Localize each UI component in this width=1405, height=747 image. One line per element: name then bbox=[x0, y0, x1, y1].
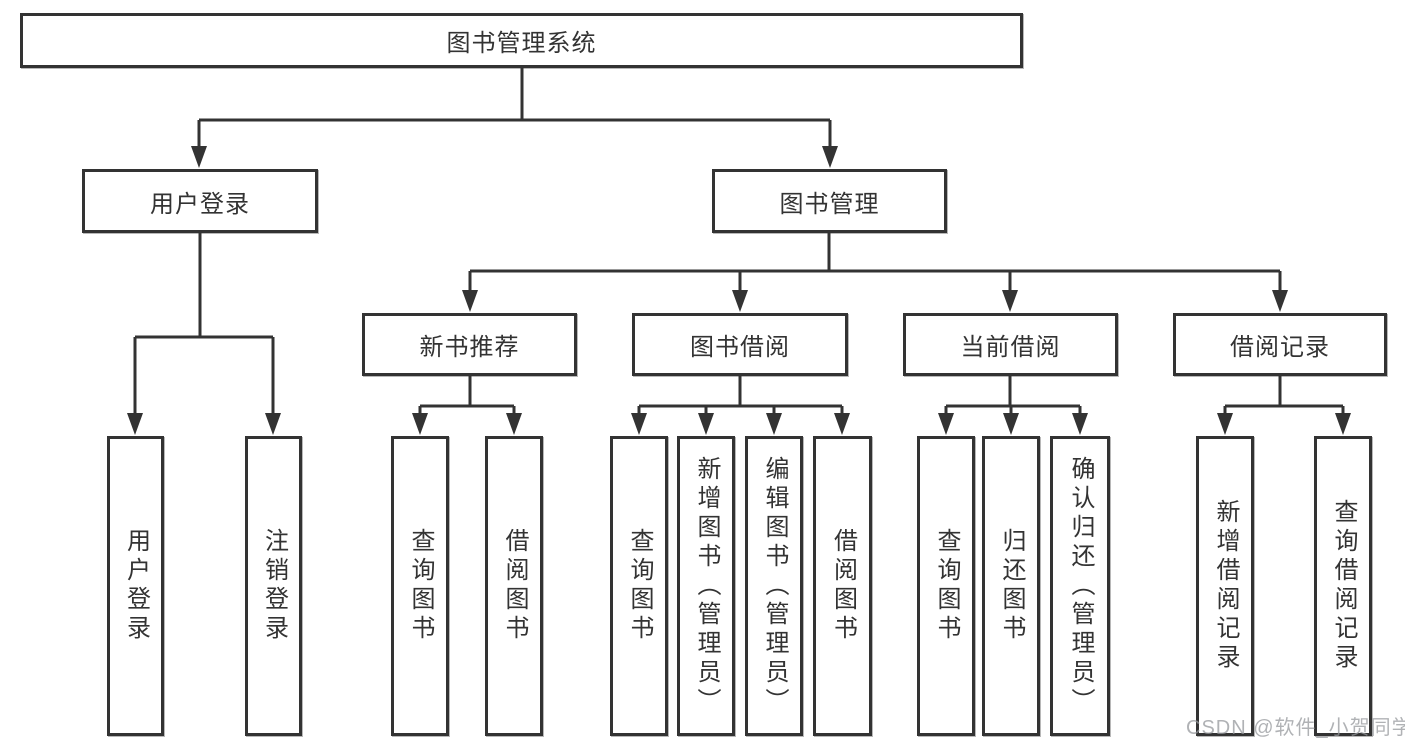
leaf-return-books: 归还图书 bbox=[982, 436, 1040, 736]
leaf-logout: 注销登录 bbox=[245, 436, 302, 736]
node-borrowing-records: 借阅记录 bbox=[1173, 313, 1387, 376]
leaf-query-books-current: 查询图书 bbox=[917, 436, 975, 736]
node-library-system: 图书管理系统 bbox=[20, 13, 1023, 68]
node-book-borrowing: 图书借阅 bbox=[632, 313, 848, 376]
node-new-book-recommend: 新书推荐 bbox=[362, 313, 577, 376]
leaf-add-books-admin-label: 新增图书（管理员） bbox=[693, 455, 720, 717]
leaf-edit-books-admin: 编辑图书（管理员） bbox=[745, 436, 803, 736]
watermark: CSDN @软件_小贺同学 bbox=[1186, 717, 1405, 739]
node-book-management-label: 图书管理 bbox=[779, 190, 880, 218]
leaf-query-books-recommend-label: 查询图书 bbox=[407, 528, 434, 644]
leaf-query-borrow-record-label: 查询借阅记录 bbox=[1330, 499, 1357, 673]
leaf-confirm-return-admin-label: 确认归还（管理员） bbox=[1067, 455, 1094, 717]
node-user-login-label: 用户登录 bbox=[150, 190, 250, 218]
leaf-borrow-books-recommend-label: 借阅图书 bbox=[501, 528, 528, 644]
leaf-edit-books-admin-label: 编辑图书（管理员） bbox=[761, 455, 788, 717]
leaf-borrow-books: 借阅图书 bbox=[813, 436, 872, 736]
node-current-borrowing-label: 当前借阅 bbox=[960, 334, 1061, 361]
node-borrowing-records-label: 借阅记录 bbox=[1230, 334, 1330, 361]
leaf-query-borrow-record: 查询借阅记录 bbox=[1314, 436, 1372, 736]
node-book-management: 图书管理 bbox=[712, 169, 947, 233]
leaf-query-books-borrow: 查询图书 bbox=[610, 436, 668, 736]
leaf-borrow-books-recommend: 借阅图书 bbox=[485, 436, 543, 736]
leaf-logout-label: 注销登录 bbox=[260, 528, 288, 644]
leaf-add-borrow-record-label: 新增借阅记录 bbox=[1212, 499, 1239, 673]
leaf-query-books-current-label: 查询图书 bbox=[933, 528, 960, 644]
leaf-user-login: 用户登录 bbox=[107, 436, 164, 736]
leaf-return-books-label: 归还图书 bbox=[998, 528, 1025, 644]
leaf-user-login-label: 用户登录 bbox=[122, 528, 150, 644]
node-current-borrowing: 当前借阅 bbox=[903, 313, 1118, 376]
node-library-system-label: 图书管理系统 bbox=[446, 30, 597, 57]
node-user-login: 用户登录 bbox=[82, 169, 318, 233]
leaf-query-books-borrow-label: 查询图书 bbox=[626, 528, 653, 644]
node-book-borrowing-label: 图书借阅 bbox=[690, 334, 790, 361]
connector-path bbox=[133, 68, 1345, 416]
leaf-add-books-admin: 新增图书（管理员） bbox=[677, 436, 735, 736]
node-new-book-recommend-label: 新书推荐 bbox=[419, 334, 520, 361]
leaf-query-books-recommend: 查询图书 bbox=[391, 436, 449, 736]
leaf-add-borrow-record: 新增借阅记录 bbox=[1196, 436, 1254, 736]
leaf-borrow-books-label: 借阅图书 bbox=[829, 528, 857, 644]
leaf-confirm-return-admin: 确认归还（管理员） bbox=[1050, 436, 1110, 736]
arrowheads bbox=[127, 146, 1351, 435]
